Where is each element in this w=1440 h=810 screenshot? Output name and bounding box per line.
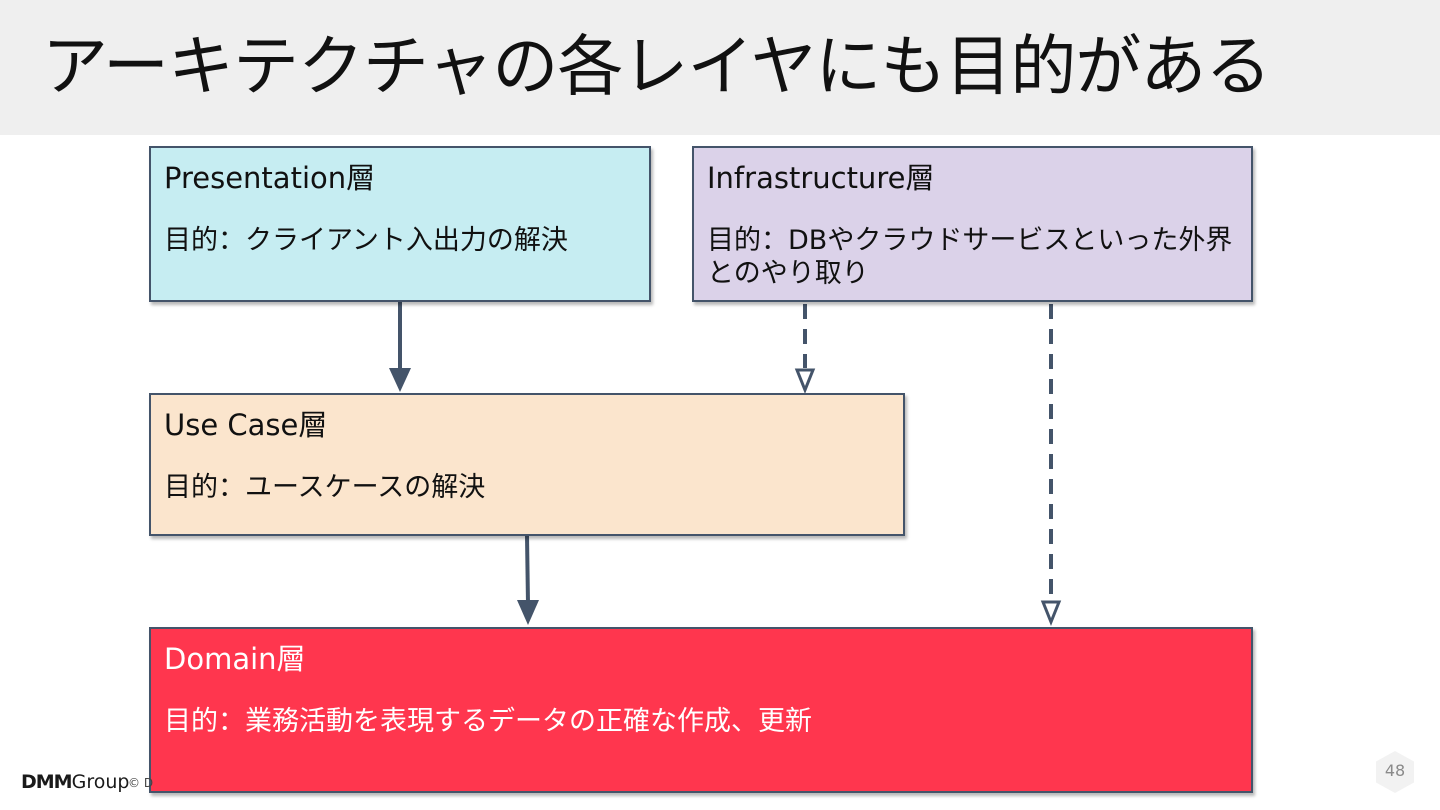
title-bar: アーキテクチャの各レイヤにも目的がある (0, 0, 1440, 135)
domain-layer-purpose: 目的：業務活動を表現するデータの正確な作成、更新 (164, 706, 812, 737)
arrow-infrastructure-to-domain (1040, 304, 1062, 627)
company-logo: DMMGroup (21, 771, 129, 793)
usecase-layer-box: Use Case層 目的：ユースケースの解決 (149, 393, 905, 536)
page-number-badge: 48 (1373, 750, 1417, 794)
domain-layer-box: Domain層 目的：業務活動を表現するデータの正確な作成、更新 (149, 627, 1253, 793)
presentation-layer-name: Presentation層 (164, 161, 376, 195)
page-number: 48 (1384, 761, 1406, 780)
copyright-text: © D (128, 776, 154, 790)
arrow-infrastructure-to-usecase (794, 304, 816, 395)
logo-mark: DMM (21, 771, 73, 793)
presentation-layer-box: Presentation層 目的：クライアント入出力の解決 (149, 146, 651, 302)
hexagon-icon (1376, 751, 1414, 793)
usecase-layer-name: Use Case層 (164, 408, 328, 442)
arrow-usecase-to-domain (517, 535, 539, 625)
infrastructure-layer-name: Infrastructure層 (707, 161, 935, 195)
slide-title: アーキテクチャの各レイヤにも目的がある (42, 28, 1271, 105)
arrow-presentation-to-usecase (389, 302, 411, 392)
logo-group-text: Group (71, 771, 130, 793)
presentation-layer-purpose: 目的：クライアント入出力の解決 (164, 225, 568, 256)
usecase-layer-purpose: 目的：ユースケースの解決 (164, 472, 486, 503)
infrastructure-layer-box: Infrastructure層 目的：DBやクラウドサービスといった外界とのやり… (692, 146, 1253, 302)
infrastructure-layer-purpose: 目的：DBやクラウドサービスといった外界とのやり取り (707, 225, 1233, 289)
domain-layer-name: Domain層 (164, 642, 306, 676)
